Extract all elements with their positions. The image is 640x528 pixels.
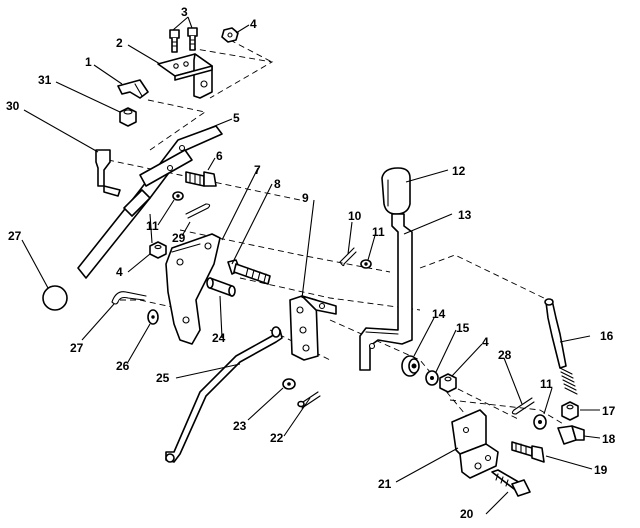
callout-1: 1 bbox=[85, 55, 92, 69]
callout-18: 18 bbox=[602, 432, 616, 446]
part-24-spacer bbox=[206, 277, 236, 297]
callout-10: 10 bbox=[348, 209, 362, 223]
callout-4-right: 4 bbox=[482, 335, 489, 349]
callout-11-left: 11 bbox=[146, 219, 159, 233]
callout-labels: 3 4 2 1 31 30 5 6 7 8 9 10 11 12 13 14 1… bbox=[6, 5, 616, 521]
callout-26: 26 bbox=[116, 359, 130, 373]
part-4-nut-right bbox=[439, 373, 457, 393]
callout-2: 2 bbox=[116, 36, 123, 50]
callout-24: 24 bbox=[212, 331, 226, 345]
callout-12: 12 bbox=[452, 164, 466, 178]
callout-4-left: 4 bbox=[116, 265, 123, 279]
callout-19: 19 bbox=[594, 463, 608, 477]
callout-13: 13 bbox=[458, 208, 472, 222]
part-16-rod bbox=[544, 298, 578, 395]
part-13-lever bbox=[359, 213, 413, 371]
part-14-bushing bbox=[401, 355, 420, 377]
leader-lines bbox=[21, 16, 601, 515]
callout-28: 27 bbox=[8, 229, 22, 243]
callout-17: 17 bbox=[602, 404, 616, 418]
callout-6: 6 bbox=[216, 149, 223, 163]
part-7-bracket bbox=[165, 233, 221, 345]
part-26-washer bbox=[147, 309, 159, 325]
callout-27-left: 27 bbox=[70, 341, 84, 355]
callout-16: 16 bbox=[600, 329, 614, 343]
callout-11-center: 11 bbox=[372, 225, 385, 239]
callout-5: 5 bbox=[233, 111, 240, 125]
part-29-pin bbox=[185, 203, 211, 219]
part-1-clip bbox=[117, 79, 149, 99]
part-25-rod bbox=[165, 326, 283, 463]
part-28-ball bbox=[42, 285, 68, 311]
callout-30: 30 bbox=[6, 99, 20, 113]
part-11-washer-left bbox=[172, 191, 184, 201]
part-4-nut-left bbox=[149, 241, 167, 259]
part-9-plate bbox=[289, 295, 337, 361]
callout-23: 23 bbox=[233, 419, 247, 433]
callout-11-right: 11 bbox=[540, 377, 553, 391]
part-6-bolt bbox=[185, 171, 217, 187]
part-20-bolt bbox=[491, 469, 531, 497]
callout-8: 8 bbox=[274, 177, 281, 191]
callout-22: 22 bbox=[270, 431, 284, 445]
callout-7: 7 bbox=[254, 163, 261, 177]
part-11-washer-center bbox=[360, 259, 372, 269]
callout-14: 14 bbox=[432, 307, 446, 321]
callout-4-top: 4 bbox=[250, 17, 257, 31]
part-17-nut bbox=[561, 401, 579, 421]
part-8-bolt bbox=[227, 259, 271, 285]
part-27-hairpin-left bbox=[111, 291, 147, 305]
part-30-rod-end bbox=[95, 149, 121, 197]
callout-27-right: 28 bbox=[498, 348, 512, 362]
part-3-bolts bbox=[169, 27, 198, 53]
part-11-washer-right bbox=[533, 414, 547, 430]
callout-25: 25 bbox=[156, 371, 170, 385]
part-19-bolt bbox=[511, 441, 545, 463]
callout-21: 21 bbox=[378, 477, 392, 491]
callout-3: 3 bbox=[181, 5, 188, 19]
part-4-nut-top bbox=[221, 27, 239, 43]
part-2-upper-bracket bbox=[157, 53, 213, 99]
part-22-pin bbox=[297, 391, 321, 409]
part-21-lower-bracket bbox=[451, 409, 499, 479]
part-10-pin bbox=[339, 247, 357, 267]
callout-9: 9 bbox=[302, 191, 309, 205]
part-12-knob bbox=[381, 167, 411, 215]
callout-31: 31 bbox=[38, 73, 52, 87]
part-31-nut bbox=[119, 107, 137, 127]
part-27-pin-right bbox=[511, 397, 535, 415]
part-23-washer bbox=[282, 378, 296, 390]
part-18-ferrule bbox=[557, 425, 585, 445]
part-5-lever-arm bbox=[77, 125, 223, 279]
callout-15: 15 bbox=[456, 321, 470, 335]
callout-20: 20 bbox=[460, 507, 474, 521]
callout-29: 29 bbox=[172, 231, 186, 245]
part-15-washer bbox=[425, 370, 439, 386]
